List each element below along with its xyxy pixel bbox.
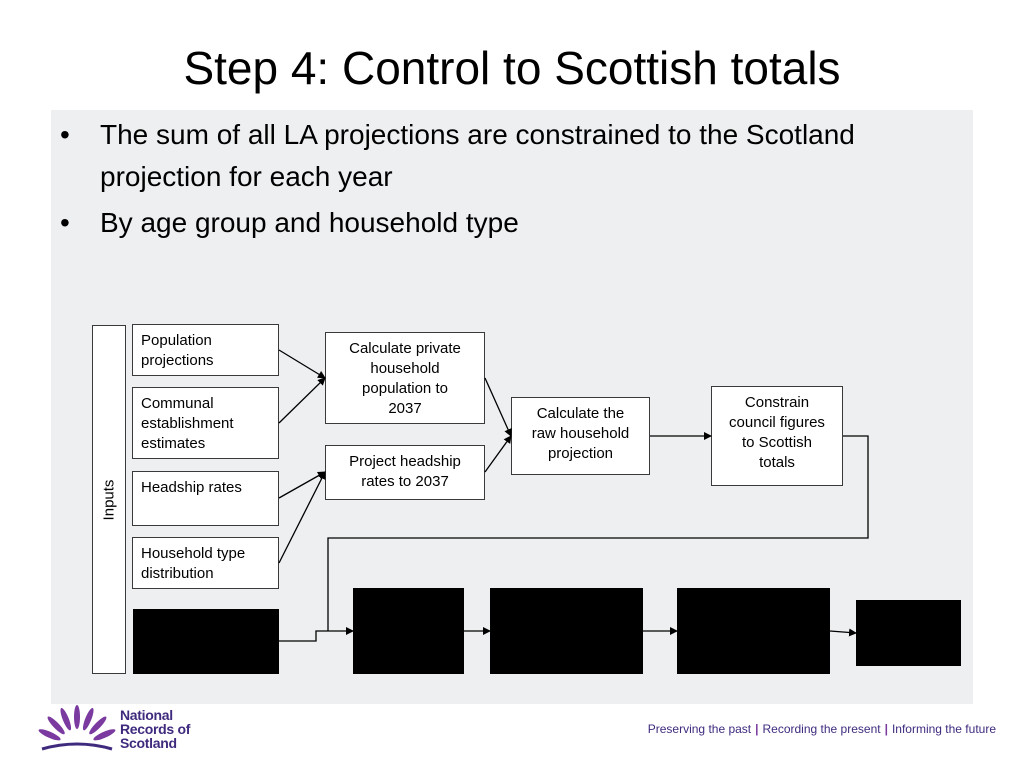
arrow-block1-to-block2: [279, 627, 354, 642]
inputs-group: Inputs: [92, 325, 126, 674]
arrow-block4-to-block5: [829, 628, 857, 637]
arrow-population-to-calc: [278, 349, 326, 379]
redacted-block: [133, 609, 279, 674]
bullet-item: By age group and household type: [60, 202, 960, 244]
redacted-block: [856, 600, 961, 666]
arrow-communal-to-calc: [278, 377, 326, 424]
input-communal-estimates: Communal establishment estimates: [132, 387, 279, 459]
arrow-calc-to-raw: [484, 377, 512, 437]
arrow-headship-to-project: [278, 471, 326, 499]
bullet-list: The sum of all LA projections are constr…: [60, 114, 960, 248]
arrow-distribution-to-project: [278, 471, 326, 564]
step-constrain-council-figures: Constrain council figures to Scottish to…: [711, 386, 843, 486]
step-project-headship: Project headship rates to 2037: [325, 445, 485, 500]
redacted-block: [677, 588, 830, 674]
nrs-logo-icon: [38, 705, 116, 751]
return-connector: [327, 435, 869, 631]
step-calc-private-population: Calculate private household population t…: [325, 332, 485, 424]
input-headship-rates: Headship rates: [132, 471, 279, 526]
footer-tagline: Preserving the past|Recording the presen…: [647, 722, 996, 736]
redacted-block: [353, 588, 464, 674]
step-raw-household-projection: Calculate the raw household projection: [511, 397, 650, 475]
nrs-logo-text: National Records of Scotland: [120, 707, 191, 751]
arrow-project-to-raw: [484, 435, 512, 473]
input-household-type-distribution: Household type distribution: [132, 537, 279, 589]
redacted-block: [490, 588, 643, 674]
slide-title: Step 4: Control to Scottish totals: [183, 42, 841, 94]
bullet-item: The sum of all LA projections are constr…: [60, 114, 960, 198]
input-population-projections: Population projections: [132, 324, 279, 376]
